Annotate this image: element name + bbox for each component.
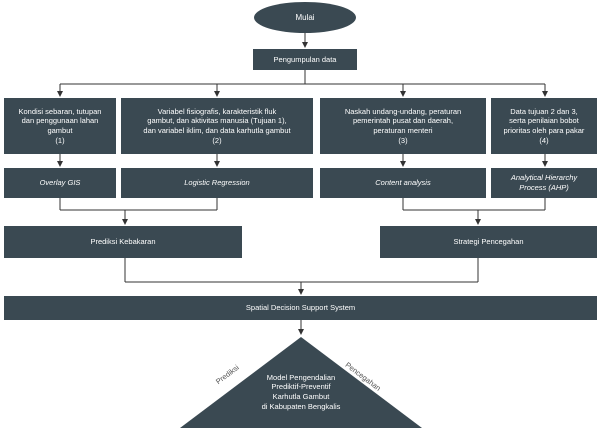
prevention-strategy-box: Strategi Pencegahan: [380, 226, 597, 258]
data-collection-box: Pengumpulan data: [253, 49, 357, 70]
input-box-1: Kondisi sebaran, tutupan dan penggunaan …: [4, 98, 116, 154]
start-node: Mulai: [254, 2, 356, 33]
fire-prediction-box: Prediksi Kebakaran: [4, 226, 242, 258]
input-box-2: Variabel fisiografis, karakteristik fluk…: [121, 98, 313, 154]
model-text: Model Pengendalian Prediktif-Preventif K…: [261, 372, 341, 411]
model-triangle: [180, 337, 422, 428]
method-box-overlay-gis: Overlay GIS: [4, 168, 116, 198]
method-box-ahp: Analytical Hierarchy Process (AHP): [491, 168, 597, 198]
method-box-content-analysis: Content analysis: [320, 168, 486, 198]
input-box-3: Naskah undang-undang, peraturan pemerint…: [320, 98, 486, 154]
input-box-4: Data tujuan 2 dan 3, serta penilaian bob…: [491, 98, 597, 154]
method-box-logistic-regression: Logistic Regression: [121, 168, 313, 198]
sdss-box: Spatial Decision Support System: [4, 296, 597, 320]
